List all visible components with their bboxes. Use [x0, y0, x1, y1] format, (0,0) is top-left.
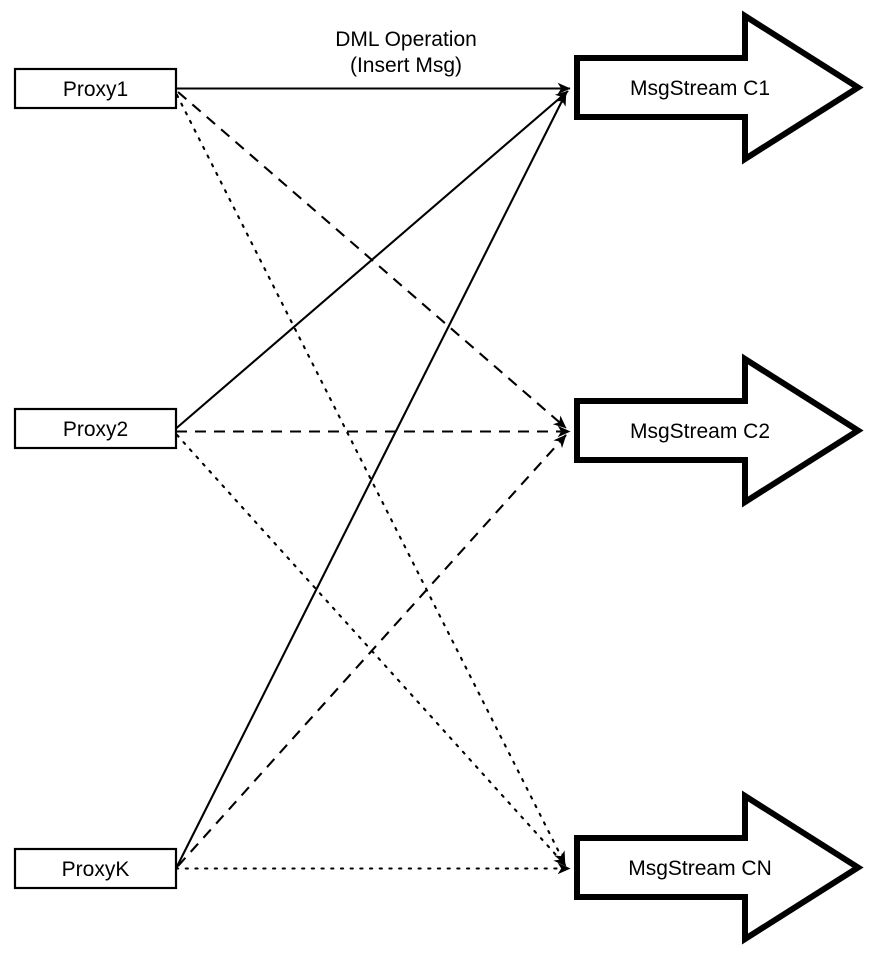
proxy-box-rect: [13, 407, 178, 450]
proxy-label: ProxyK: [62, 858, 130, 881]
proxy-node-proxy1[interactable]: Proxy1: [13, 67, 178, 110]
edge-caption-line-2: (Insert Msg): [350, 54, 462, 77]
proxy-label: Proxy2: [63, 418, 128, 441]
stream-label: MsgStream C1: [630, 77, 770, 100]
stream-node-c1[interactable]: MsgStream C1: [574, 10, 864, 165]
proxy-node-proxyk[interactable]: ProxyK: [13, 847, 178, 890]
stream-node-c2[interactable]: MsgStream C2: [574, 353, 864, 508]
proxy-node-proxy2[interactable]: Proxy2: [13, 407, 178, 450]
stream-node-cn[interactable]: MsgStream CN: [574, 790, 864, 945]
link-proxy1-to-stream-cn: [175, 93, 567, 866]
block-arrow-shape: [574, 790, 864, 945]
proxy-box-rect: [13, 67, 178, 110]
proxy-label: Proxy1: [63, 78, 128, 101]
link-proxyK-to-stream-c1: [175, 92, 567, 869]
link-layer: [174, 82, 572, 875]
stream-label: MsgStream C2: [630, 420, 770, 443]
link-proxy2-to-stream-cn: [175, 433, 568, 868]
block-arrow-shape: [574, 10, 864, 165]
block-arrow-shape: [574, 353, 864, 508]
link-proxy1-to-stream-c2: [177, 91, 567, 429]
edge-caption-line-1: DML Operation: [335, 28, 477, 51]
edge-caption: DML Operation (Insert Msg): [335, 28, 477, 77]
stream-label: MsgStream CN: [628, 857, 772, 880]
proxy-box-rect: [13, 847, 178, 890]
